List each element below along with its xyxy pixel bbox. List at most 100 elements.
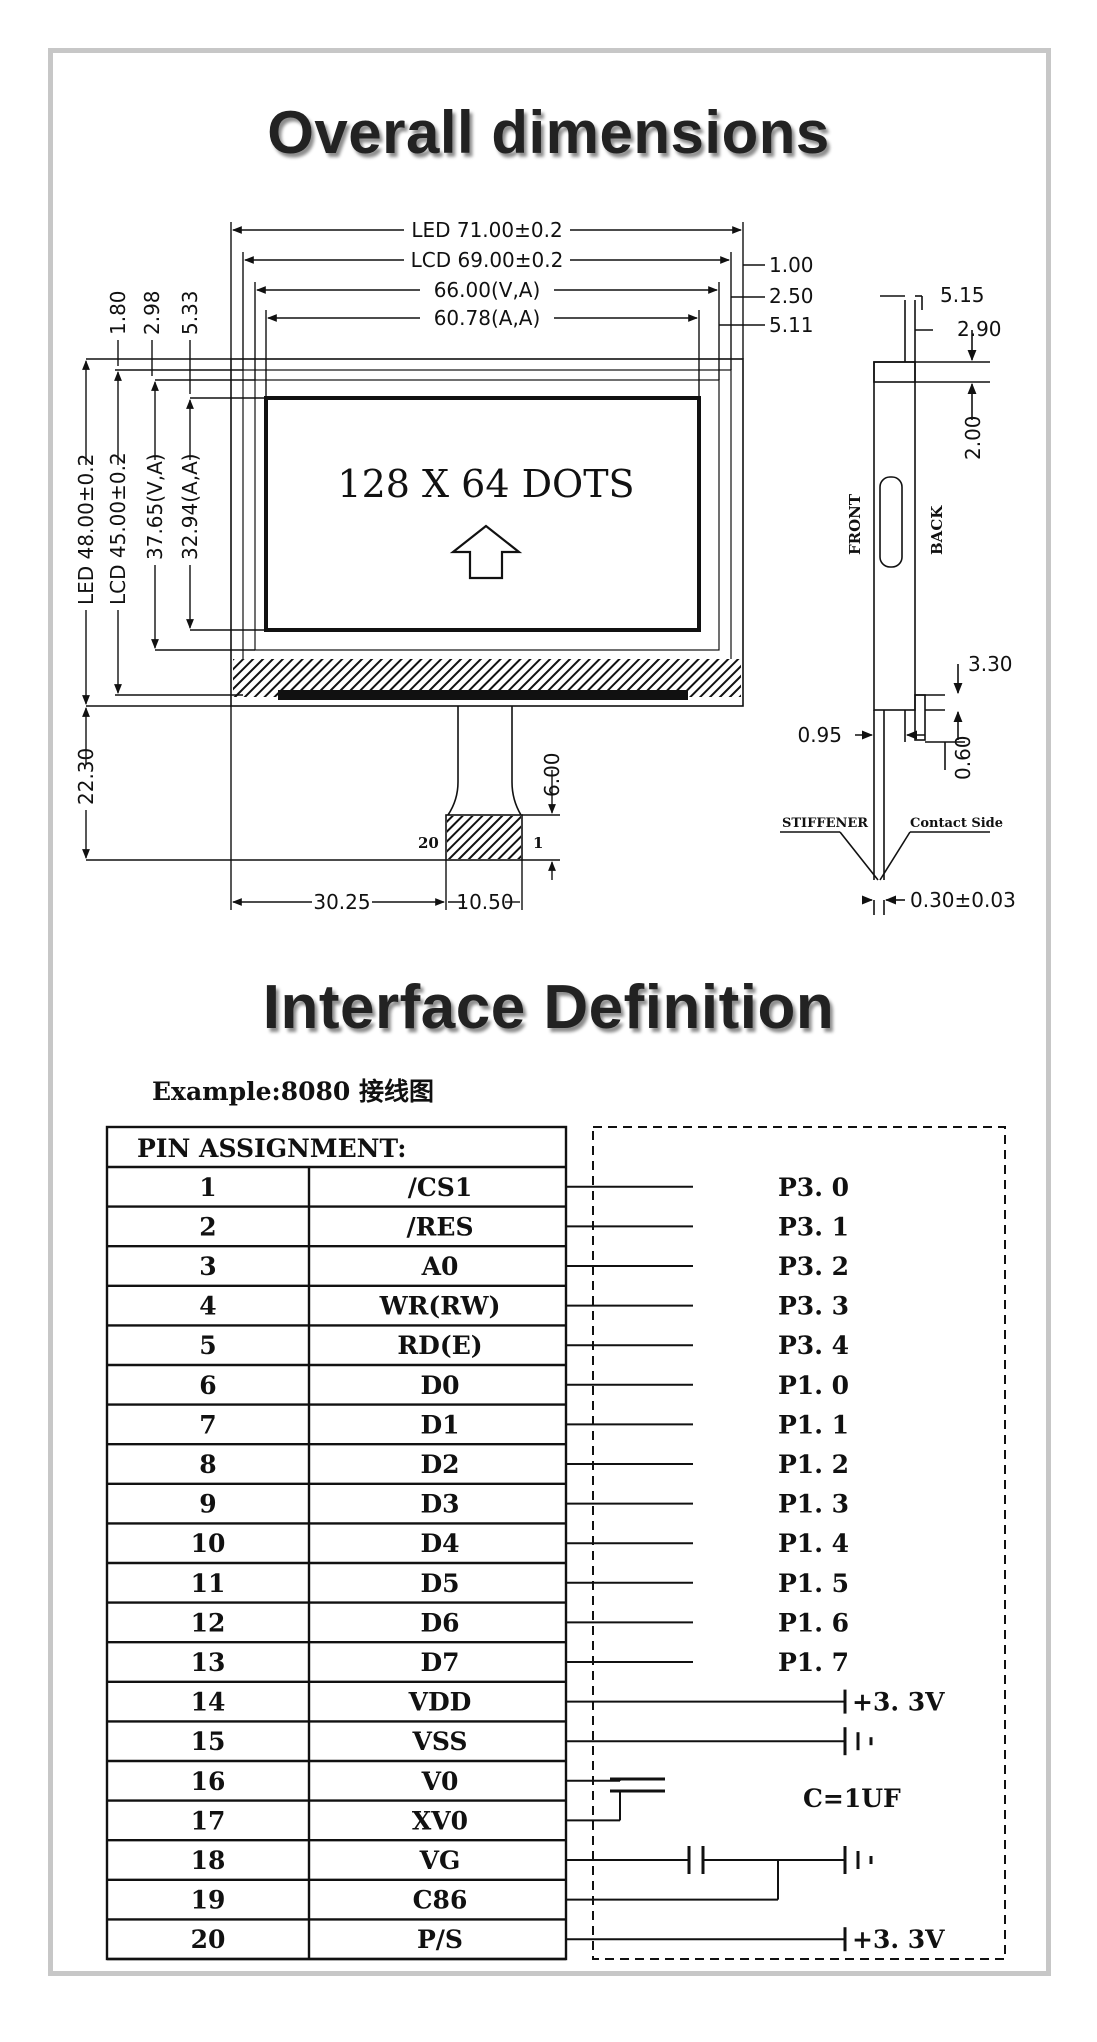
pin-name: XV0 — [412, 1806, 468, 1835]
fpc-thickness-dim: 0.30±0.03 — [910, 888, 1016, 912]
pin-name: RD(E) — [397, 1331, 482, 1360]
mcu-port: P1. 2 — [778, 1450, 849, 1479]
pin-name: D4 — [420, 1529, 459, 1558]
aa-height-dim: 32.94(A,A) — [178, 453, 202, 560]
led-width-dim: LED 71.00±0.2 — [411, 218, 562, 242]
pin-name: D6 — [420, 1608, 459, 1637]
pin-number: 9 — [199, 1490, 216, 1519]
top-offset-3: 5.33 — [178, 290, 202, 335]
pin-number: 8 — [199, 1450, 216, 1479]
fpc-length-dim: 22.30 — [74, 748, 98, 805]
pin-name: VSS — [412, 1727, 468, 1756]
fpc-width-dim: 10.50 — [456, 890, 513, 914]
pin-name: V0 — [421, 1767, 459, 1796]
va-height-dim: 37.65(V,A) — [143, 453, 167, 560]
pin-number: 19 — [191, 1886, 226, 1915]
pin-name: D0 — [420, 1371, 459, 1400]
mcu-port: P1. 3 — [778, 1490, 849, 1519]
pin-number: 6 — [199, 1371, 216, 1400]
mcu-port: P3. 4 — [778, 1331, 849, 1360]
pin-name: D7 — [420, 1648, 459, 1677]
pin-name: D3 — [420, 1490, 459, 1519]
pin20-label: 20 — [418, 834, 439, 852]
led-outline — [230, 358, 744, 707]
mcu-port: P1. 7 — [778, 1648, 849, 1677]
pin-name: D5 — [420, 1569, 459, 1598]
pin-number: 16 — [191, 1767, 226, 1796]
interface-definition-title: Interface Definition — [262, 973, 835, 1042]
right-offset-3: 5.11 — [769, 313, 814, 337]
pin-number: 14 — [191, 1688, 226, 1717]
example-caption: Example:8080 接线图 — [152, 1077, 435, 1106]
pin-name: /RES — [406, 1212, 473, 1241]
pin-number: 7 — [199, 1410, 216, 1439]
vdd-supply: +3. 3V — [852, 1688, 945, 1717]
mcu-port: P3. 2 — [778, 1252, 849, 1281]
led-height-dim: LED 48.00±0.2 — [74, 454, 98, 605]
side-330-dim: 3.30 — [968, 652, 1013, 676]
pin-number: 12 — [191, 1608, 226, 1637]
va-width-dim: 66.00(V,A) — [434, 278, 541, 302]
pin-number: 17 — [191, 1806, 226, 1835]
aa-width-dim: 60.78(A,A) — [434, 306, 541, 330]
right-offset-1: 1.00 — [769, 253, 814, 277]
outer-frame — [48, 48, 1051, 1976]
side-gap-dim: 2.90 — [957, 317, 1002, 341]
pin-number: 3 — [199, 1252, 216, 1281]
table-header: PIN ASSIGNMENT: — [137, 1134, 406, 1163]
mcu-port: P1. 0 — [778, 1371, 849, 1400]
stiffener-label: STIFFENER — [782, 816, 868, 831]
pin-number: 18 — [191, 1846, 226, 1875]
up-arrow-icon — [449, 524, 523, 580]
ps-supply: +3. 3V — [852, 1925, 945, 1954]
side-thickness-dim: 5.15 — [940, 283, 985, 307]
fpc-tail-dim: 6.00 — [540, 752, 564, 797]
pin-number: 11 — [191, 1569, 226, 1598]
top-offset-1: 1.80 — [106, 290, 130, 335]
pin-name: A0 — [421, 1252, 459, 1281]
contact-side-label: Contact Side — [910, 816, 1003, 831]
right-offset-2: 2.50 — [769, 284, 814, 308]
pin-name: D2 — [420, 1450, 459, 1479]
fpc-contacts — [447, 816, 521, 859]
mcu-port: P3. 1 — [778, 1212, 849, 1241]
side-095-dim: 0.95 — [797, 723, 842, 747]
mcu-port: P1. 1 — [778, 1410, 849, 1439]
pin-name: WR(RW) — [379, 1292, 501, 1321]
fpc-offset-dim: 30.25 — [313, 890, 370, 914]
pin-name: /CS1 — [408, 1173, 472, 1202]
pin-name: D1 — [420, 1410, 459, 1439]
mcu-port: P1. 5 — [778, 1569, 849, 1598]
pin-number: 10 — [191, 1529, 226, 1558]
pin1-label: 1 — [533, 834, 543, 852]
fpc-cable — [445, 706, 523, 861]
lcd-edge — [278, 690, 688, 700]
mcu-port: P1. 6 — [778, 1608, 849, 1637]
aa-window — [264, 396, 701, 632]
back-label: BACK — [928, 505, 946, 555]
mcu-port: P3. 3 — [778, 1292, 849, 1321]
lcd-width-dim: LCD 69.00±0.2 — [411, 248, 564, 272]
pin-number: 13 — [191, 1648, 226, 1677]
pin-name: VG — [419, 1846, 461, 1875]
side-view — [780, 295, 990, 915]
pin-number: 1 — [199, 1173, 216, 1202]
lcd-height-dim: LCD 45.00±0.2 — [106, 452, 130, 605]
pin-number: 20 — [191, 1925, 226, 1954]
pin-number: 4 — [199, 1292, 216, 1321]
pin-name: VDD — [408, 1688, 472, 1717]
side-height-dim: 2.00 — [961, 415, 985, 460]
overall-dimensions-title: Overall dimensions — [267, 99, 830, 166]
pin-number: 5 — [199, 1331, 216, 1360]
screen-text: 128 X 64 DOTS — [337, 462, 634, 506]
pin-name: C86 — [413, 1886, 468, 1915]
front-label: FRONT — [846, 493, 864, 555]
pin-number: 15 — [191, 1727, 226, 1756]
side-060-dim: 0.60 — [951, 735, 975, 780]
pin-name: P/S — [417, 1925, 463, 1954]
va-outline — [254, 379, 720, 651]
pin-number: 2 — [199, 1212, 216, 1241]
mcu-port: P1. 4 — [778, 1529, 849, 1558]
mcu-port: P3. 0 — [778, 1173, 849, 1202]
